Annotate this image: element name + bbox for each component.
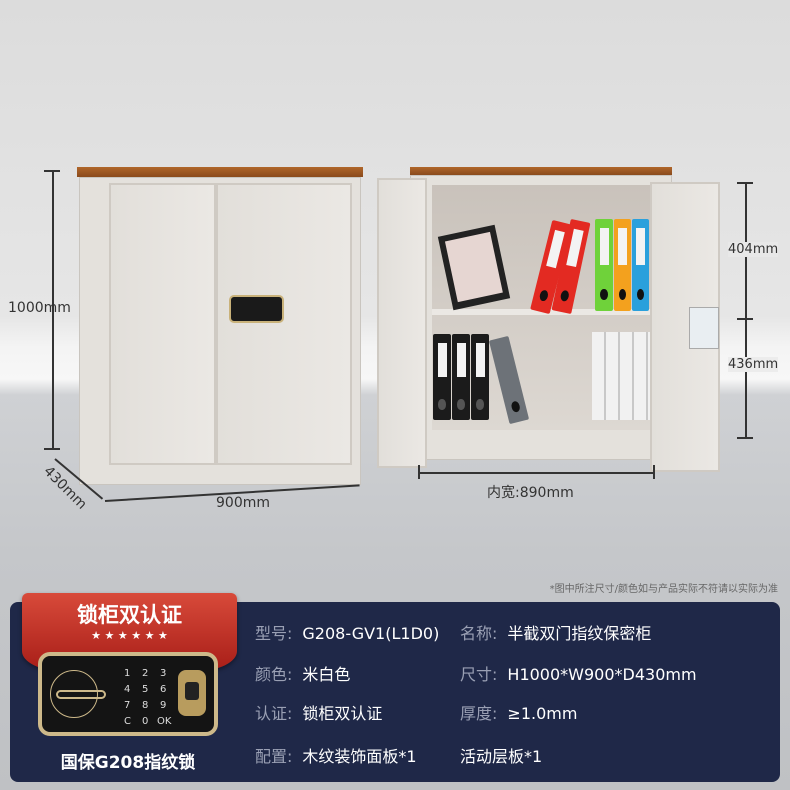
keypad-key: 8 — [142, 700, 149, 711]
spec-certification: 认证: 锁柜双认证 — [255, 700, 382, 724]
wood-top-panel — [77, 167, 363, 177]
spec-label: 名称: — [460, 624, 498, 643]
spec-value: G208-GV1(L1D0) — [302, 624, 440, 643]
width-label: 900mm — [216, 495, 270, 511]
spec-model: 型号: G208-GV1(L1D0) — [255, 620, 439, 644]
spec-label: 尺寸: — [460, 665, 498, 684]
closed-cabinet — [77, 167, 363, 485]
lock-knob — [50, 670, 98, 718]
badge-stars: ★ ★ ★ ★ ★ ★ — [91, 629, 168, 642]
spec-value: ≥1.0mm — [507, 704, 578, 723]
spec-configuration-extra: 活动层板*1 — [460, 743, 542, 767]
spec-label: 型号: — [255, 624, 293, 643]
spec-value: 米白色 — [302, 665, 351, 684]
keypad-key: OK — [157, 716, 172, 727]
keypad-key: 5 — [142, 684, 149, 695]
keypad-key: C — [124, 716, 131, 727]
orange-binder — [614, 219, 631, 311]
lower-compartment-label: 436mm — [728, 357, 779, 372]
keypad-key: 2 — [142, 668, 149, 679]
green-binder — [595, 219, 613, 311]
tick — [44, 448, 60, 450]
tick — [44, 170, 60, 172]
black-binder — [471, 334, 489, 420]
spec-size: 尺寸: H1000*W900*D430mm — [460, 661, 697, 685]
spec-value: H1000*W900*D430mm — [507, 665, 697, 684]
black-binder — [452, 334, 470, 420]
height-dimension-line — [52, 170, 54, 450]
compartment-dimension-line — [745, 182, 747, 438]
inner-width-label: 内宽:890mm — [487, 485, 574, 501]
spec-value: 锁柜双认证 — [302, 704, 383, 723]
badge-title: 锁柜双认证 — [77, 603, 182, 627]
tick — [653, 465, 655, 479]
tick — [418, 465, 420, 479]
spec-label: 认证: — [255, 704, 293, 723]
spec-name: 名称: 半截双门指纹保密柜 — [460, 620, 651, 644]
lock-caption: 国保G208指纹锁 — [60, 753, 196, 773]
fingerprint-lock-image: 1 2 3 4 5 6 7 8 9 C 0 OK — [38, 652, 218, 736]
open-left-door — [377, 178, 427, 468]
tick — [737, 318, 753, 320]
spec-label: 颜色: — [255, 665, 293, 684]
spec-label: 配置: — [255, 747, 293, 766]
keypad-key: 4 — [124, 684, 131, 695]
keypad-key: 6 — [160, 684, 167, 695]
right-door — [216, 183, 352, 465]
white-binders — [592, 332, 650, 420]
spec-thickness: 厚度: ≥1.0mm — [460, 700, 577, 724]
black-binder — [433, 334, 451, 420]
blue-binder — [632, 219, 649, 311]
spec-color: 颜色: 米白色 — [255, 661, 350, 685]
spec-configuration: 配置: 木纹装饰面板*1 — [255, 743, 417, 767]
disclaimer-note: *图中所注尺寸/颜色如与产品实际不符请以实际为准 — [549, 584, 778, 595]
spec-value: 木纹装饰面板*1 — [302, 747, 417, 766]
left-door — [109, 183, 216, 465]
keypad-key: 9 — [160, 700, 167, 711]
fingerprint-sensor-icon — [178, 670, 206, 716]
keypad-key: 0 — [142, 716, 149, 727]
door-lock-inside — [689, 307, 719, 349]
keypad-key: 3 — [160, 668, 167, 679]
fingerprint-lock — [229, 295, 284, 323]
keypad-key: 1 — [124, 668, 131, 679]
tick — [737, 182, 753, 184]
upper-compartment-label: 404mm — [728, 242, 779, 257]
wood-top-panel — [410, 167, 672, 175]
tick — [737, 437, 753, 439]
open-cabinet — [377, 167, 722, 472]
lock-handle — [56, 690, 106, 699]
spec-value: 半截双门指纹保密柜 — [507, 624, 652, 643]
spec-label: 厚度: — [460, 704, 498, 723]
spec-value: 活动层板*1 — [460, 747, 543, 766]
inner-width-line — [418, 472, 655, 474]
keypad-key: 7 — [124, 700, 131, 711]
height-label: 1000mm — [8, 300, 71, 316]
